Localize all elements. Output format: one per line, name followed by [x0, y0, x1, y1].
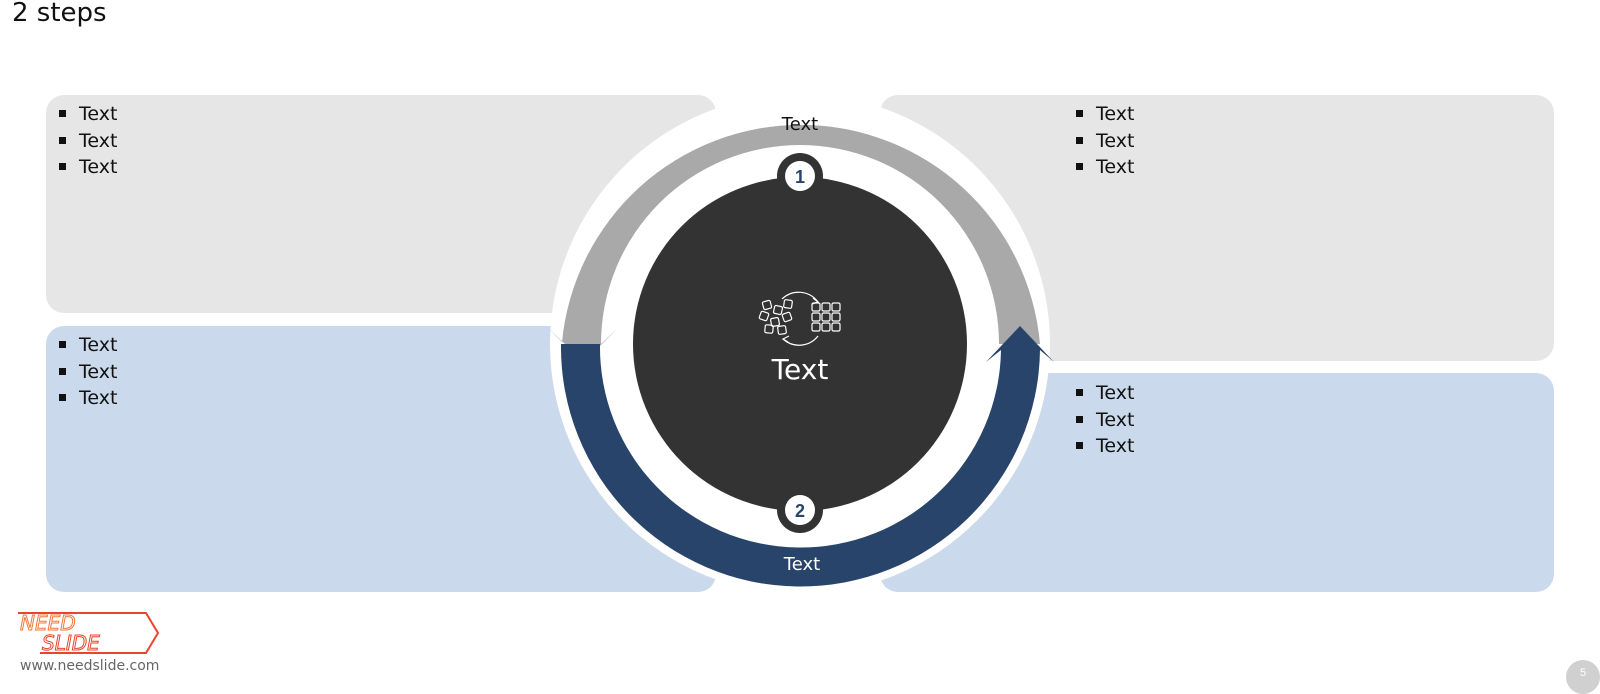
- bullet-list-bottom-left: Text Text Text: [59, 332, 117, 412]
- list-item: Text: [1076, 433, 1134, 460]
- bullet-list-top-left: Text Text Text: [59, 101, 117, 181]
- page-number: 5: [1566, 660, 1600, 694]
- list-item: Text: [59, 154, 117, 181]
- website-url: www.needslide.com: [20, 658, 160, 674]
- step1-badge: [785, 161, 815, 191]
- list-item: Text: [1076, 128, 1134, 155]
- bottom-arc-label: Text: [783, 554, 820, 575]
- list-item: Text: [59, 128, 117, 155]
- bullet-list-top-right: Text Text Text: [1076, 101, 1134, 181]
- center-label: Text: [771, 353, 829, 386]
- logo-word-need: NEED: [20, 611, 76, 635]
- center-circle: [633, 177, 967, 511]
- bullet-list-bottom-right: Text Text Text: [1076, 380, 1134, 460]
- top-arc-arrow: [548, 124, 1040, 362]
- top-arc-label: Text: [781, 114, 818, 135]
- list-item: Text: [59, 359, 117, 386]
- list-item: Text: [1076, 154, 1134, 181]
- logo-word-slide: SLIDE: [42, 631, 100, 655]
- step2-number: 2: [795, 501, 805, 521]
- slide-title: 2 steps: [12, 0, 107, 28]
- sort-blocks-icon: [758, 291, 841, 346]
- list-item: Text: [1076, 380, 1134, 407]
- list-item: Text: [59, 385, 117, 412]
- list-item: Text: [1076, 101, 1134, 128]
- list-item: Text: [59, 332, 117, 359]
- step2-badge: [785, 495, 815, 525]
- bottom-arc-arrow: [560, 326, 1054, 587]
- list-item: Text: [1076, 407, 1134, 434]
- logo-frame: [18, 612, 160, 654]
- list-item: Text: [59, 101, 117, 128]
- needslide-logo: NEED SLIDE: [18, 611, 160, 656]
- step1-number: 1: [795, 167, 805, 187]
